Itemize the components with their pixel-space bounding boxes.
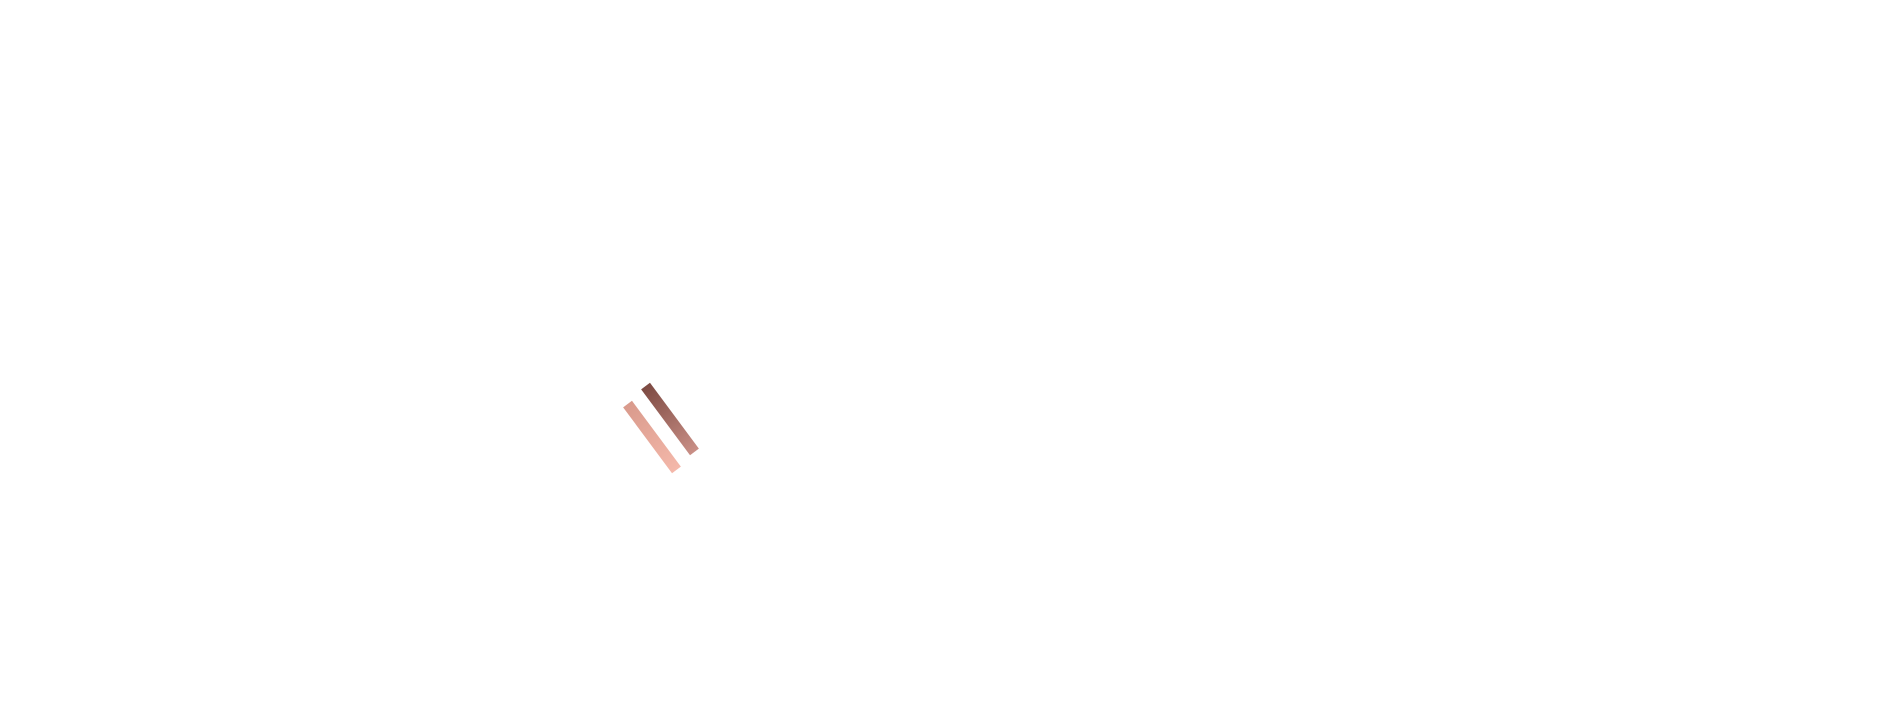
logo-bar-left — [623, 400, 681, 474]
logo-bar-right — [641, 382, 699, 456]
double-slash-logo-icon — [623, 382, 699, 474]
